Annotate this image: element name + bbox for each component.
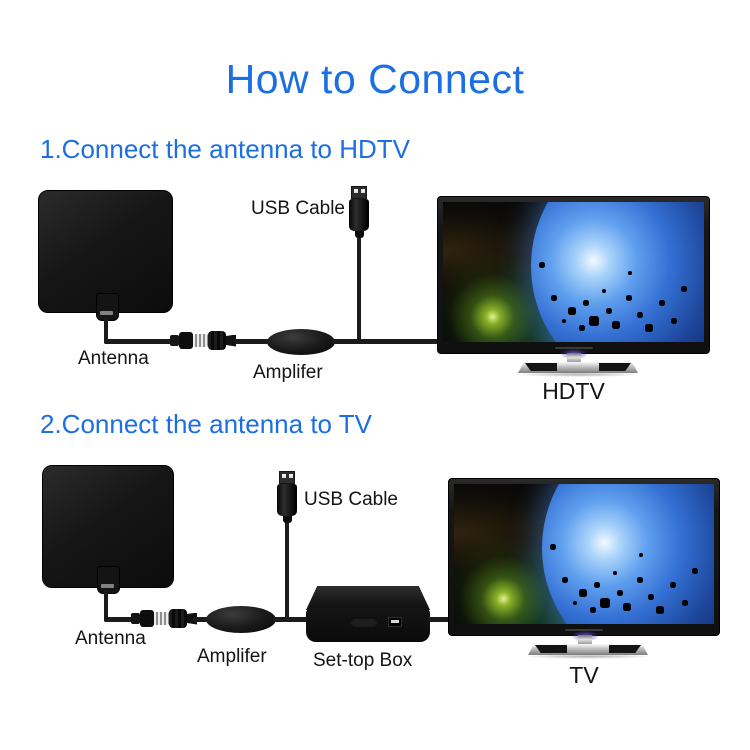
tv-stand-shadow-2 [523,654,653,659]
tv-stand-base-2 [528,644,648,655]
set-top-box-label: Set-top Box [313,650,413,671]
tv-screen-1 [443,202,704,342]
antenna-logo-tab-2 [97,566,120,594]
antenna-label-1: Antenna [78,348,149,369]
coax-connector-1 [170,331,236,350]
connector-taper [187,612,197,625]
amplifier-label-2: Amplifer [197,646,267,667]
usb-plug-1 [348,186,370,238]
usb-metal-tip [351,186,367,199]
antenna-graphic-1 [38,190,173,313]
connector-segment [140,610,154,627]
antenna-cable-2 [104,590,108,622]
stb-front-panel [306,608,430,642]
usb-wire-1 [357,237,361,342]
antenna-cable-1 [104,317,108,344]
connector-segment [131,613,140,624]
planet-graphic [531,202,704,342]
tv-stand-shadow-1 [513,372,643,377]
tv-stand-neck-2 [578,635,592,645]
planet-graphic [542,484,714,624]
stand-glass-left [525,363,557,371]
tv-screen-2 [454,484,714,624]
amplifier-graphic-1 [267,329,335,355]
cable-to-amp-1 [234,339,272,344]
usb-plug-neck [354,231,364,238]
cable-to-amp-2 [193,617,209,622]
usb-metal-tip [279,471,295,484]
connector-segment [179,332,193,349]
page-title: How to Connect [225,56,525,102]
antenna-cable-2b [104,617,134,622]
cable-to-stb [273,617,310,622]
set-top-box-graphic [306,586,430,643]
tv-label: TV [569,662,599,688]
tv-graphic [448,478,720,636]
antenna-cable-1b [104,339,174,344]
stand-glass-left [535,645,567,653]
hdtv-graphic [437,196,710,354]
asteroids-graphic [454,484,456,486]
usb-plug-neck [282,516,292,523]
tv-stand-base-1 [518,362,638,373]
connector-segment [170,335,179,346]
usb-plug-body [349,199,369,231]
coax-connector-2 [131,609,197,628]
usb-plug-2 [276,471,298,523]
usb-cable-label-1: USB Cable [251,198,345,219]
amplifier-graphic-2 [206,606,276,633]
antenna-label-2: Antenna [75,628,146,649]
stand-glass-right [599,363,631,371]
stb-indicator-pill [350,617,378,627]
step2-heading: 2.Connect the antenna to TV [40,409,372,439]
connector-nut [208,331,226,350]
hdtv-label: HDTV [542,378,605,404]
stb-top-surface [306,586,430,610]
stand-glass-right [609,645,641,653]
cable-stb-to-tv [428,617,450,622]
cable-to-tv-1 [332,339,438,344]
usb-wire-2 [285,514,289,620]
stb-usb-port [388,617,402,627]
asteroids-graphic [443,202,445,204]
connector-thread [154,612,169,625]
usb-cable-label-2: USB Cable [304,489,398,510]
amplifier-label-1: Amplifer [253,362,323,383]
step1-heading: 1.Connect the antenna to HDTV [40,134,411,164]
connector-thread [193,334,208,347]
connector-taper [226,334,236,347]
tv-stand-neck-1 [567,353,581,363]
usb-plug-body [277,484,297,516]
connector-nut [169,609,187,628]
